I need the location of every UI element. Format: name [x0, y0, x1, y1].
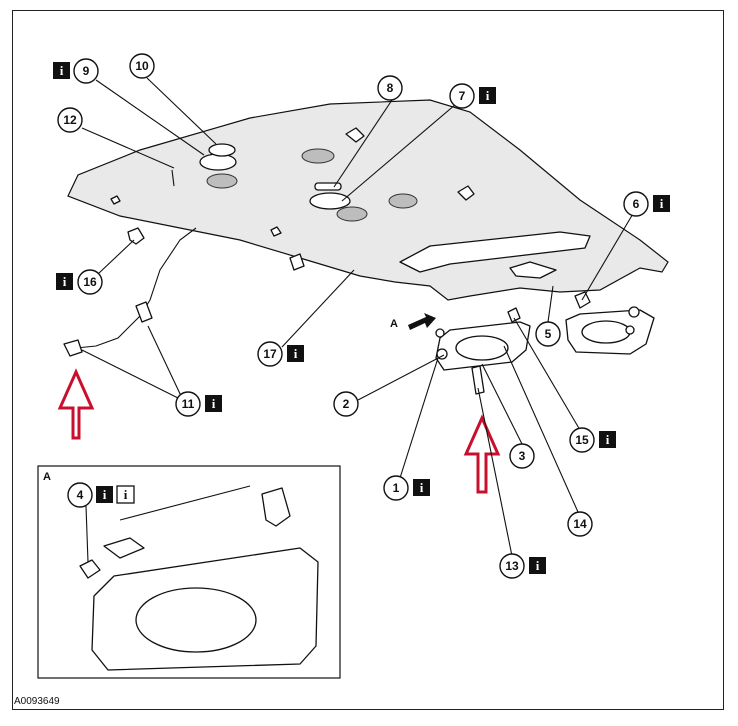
- speaker-grille: [336, 206, 368, 222]
- svg-text:i: i: [124, 487, 128, 502]
- svg-text:17: 17: [263, 347, 277, 361]
- retainer-16: [127, 227, 145, 245]
- svg-text:11: 11: [182, 397, 195, 411]
- dome-lamp: [208, 143, 236, 157]
- harness-connector: [63, 339, 83, 357]
- info-icon: [96, 486, 113, 503]
- sun-visor-right: [565, 306, 655, 355]
- svg-text:4: 4: [77, 488, 84, 502]
- svg-text:i: i: [486, 88, 490, 103]
- svg-text:i: i: [536, 558, 540, 573]
- svg-text:i: i: [606, 432, 610, 447]
- svg-text:12: 12: [63, 113, 77, 127]
- speaker-grille: [301, 148, 335, 164]
- clip: [110, 195, 121, 205]
- red-indicator-arrow-left: [57, 368, 95, 440]
- callout-11: 11 i: [175, 391, 222, 417]
- console-lamp: [309, 192, 351, 210]
- info-icon: [56, 273, 73, 290]
- callout-3: 3: [509, 443, 535, 469]
- callout-12: 12: [57, 107, 83, 133]
- svg-text:i: i: [294, 346, 298, 361]
- callout-13: 13 i: [499, 553, 546, 579]
- red-indicator-arrow-right: [463, 414, 501, 494]
- sunroof-opening: [399, 231, 591, 273]
- svg-text:1: 1: [393, 481, 400, 495]
- callout-17: 17 i: [257, 341, 304, 367]
- inset-view-a: A 4 i i: [37, 465, 341, 679]
- svg-text:13: 13: [505, 559, 519, 573]
- callout-6: 6 i: [623, 191, 670, 217]
- svg-text:7: 7: [459, 89, 466, 103]
- svg-text:9: 9: [83, 64, 90, 78]
- svg-text:15: 15: [575, 433, 589, 447]
- callout-7: 7 i: [449, 83, 496, 109]
- svg-text:6: 6: [633, 197, 640, 211]
- headliner-panel: [67, 99, 669, 301]
- info-icon: [413, 479, 430, 496]
- vanity-mirror: [135, 587, 257, 653]
- view-a-arrow: [408, 313, 436, 330]
- speaker-grille: [388, 193, 418, 209]
- visor-screw-13: [471, 365, 485, 395]
- svg-text:14: 14: [573, 517, 587, 531]
- info-icon: [599, 431, 616, 448]
- callout-2: 2: [333, 391, 359, 417]
- info-icon: [53, 62, 70, 79]
- callout-8: 8: [377, 75, 403, 101]
- retainer-17: [289, 253, 305, 271]
- diagram-frame: [12, 10, 724, 710]
- svg-text:8: 8: [387, 81, 394, 95]
- callout-10: 10: [129, 53, 155, 79]
- info-icon: [287, 345, 304, 362]
- speaker-grille: [206, 173, 238, 189]
- view-arrow-label: A: [390, 318, 398, 330]
- callout-16: i 16: [56, 269, 103, 295]
- visor-clip-bracket: [103, 537, 145, 559]
- svg-text:5: 5: [545, 327, 552, 341]
- svg-text:i: i: [212, 396, 216, 411]
- callout-15: 15 i: [569, 427, 616, 453]
- figure-id: A0093649: [14, 696, 60, 707]
- svg-text:i: i: [420, 480, 424, 495]
- clip: [270, 226, 282, 237]
- svg-text:3: 3: [519, 449, 526, 463]
- sun-visor-left: [435, 321, 531, 371]
- svg-text:16: 16: [83, 275, 97, 289]
- clip: [457, 185, 475, 201]
- leader-lines: [81, 77, 635, 557]
- callout-1: 1 i: [383, 475, 430, 501]
- info-icon: [529, 557, 546, 574]
- svg-text:i: i: [103, 487, 107, 502]
- svg-text:10: 10: [135, 59, 149, 73]
- retainer-15: [507, 307, 521, 323]
- retainer-bracket: [261, 487, 291, 527]
- stud: [171, 169, 175, 187]
- svg-text:2: 2: [343, 397, 350, 411]
- harness-connector: [135, 301, 153, 323]
- svg-text:i: i: [63, 274, 67, 289]
- callout-9: i 9: [53, 58, 99, 84]
- info-icon: [653, 195, 670, 212]
- svg-text:i: i: [60, 63, 64, 78]
- grab-handle-bracket: [314, 182, 342, 191]
- inset-label: A: [43, 471, 51, 483]
- overhead-console-bracket: [509, 261, 557, 279]
- callout-5: 5: [535, 321, 561, 347]
- info-icon: [479, 87, 496, 104]
- clip: [345, 127, 365, 143]
- info-icon-outline: [116, 485, 135, 504]
- dome-lamp-bezel: [199, 153, 237, 171]
- svg-text:i: i: [660, 196, 664, 211]
- callout-14: 14: [567, 511, 593, 537]
- info-icon: [205, 395, 222, 412]
